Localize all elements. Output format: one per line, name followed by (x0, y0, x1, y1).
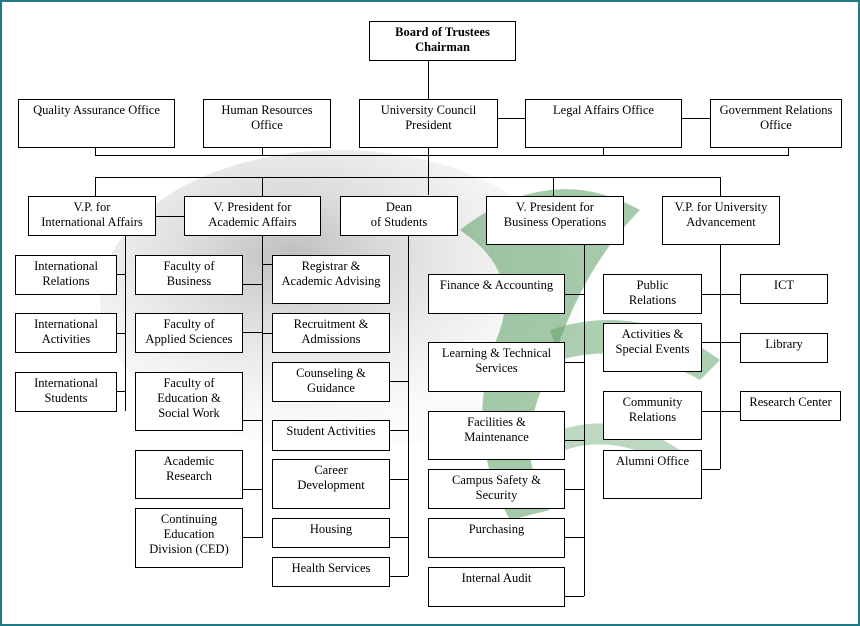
connector-line (553, 177, 554, 196)
alumni-office-box: Alumni Office (603, 450, 702, 499)
housing-box: Housing (272, 518, 390, 548)
faculty-of-applied-sciences-box: Faculty of Applied Sciences (135, 313, 243, 353)
connector-line (564, 294, 584, 295)
connector-line (701, 342, 740, 343)
international-students-box: International Students (15, 372, 117, 412)
connector-line (720, 177, 721, 196)
public-relations-box: Public Relations (603, 274, 702, 314)
academic-research-box: Academic Research (135, 450, 243, 499)
dean-of-students-box: Dean of Students (340, 196, 458, 236)
vp-business-operations-box: V. President for Business Operations (486, 196, 624, 245)
connector-line (497, 118, 526, 119)
connector-line (701, 294, 740, 295)
connector-line (116, 391, 125, 392)
connector-line (564, 489, 584, 490)
connector-line (389, 381, 408, 382)
vp-university-advancement-box: V.P. for University Advancement (662, 196, 780, 245)
connector-line (681, 118, 711, 119)
connector-line (116, 333, 125, 334)
activities-special-events-box: Activities & Special Events (603, 323, 702, 372)
counseling-guidance-box: Counseling & Guidance (272, 362, 390, 402)
campus-safety-security-box: Campus Safety & Security (428, 469, 565, 509)
connector-line (262, 264, 272, 265)
continuing-education-box: Continuing Education Division (CED) (135, 508, 243, 568)
connector-line (95, 177, 721, 178)
connector-line (701, 411, 740, 412)
connector-line (262, 177, 263, 196)
research-center-box: Research Center (740, 391, 841, 421)
connector-line (701, 469, 720, 470)
board-of-trustees-box: Board of Trustees Chairman (369, 21, 516, 61)
connector-line (242, 420, 262, 421)
ict-box: ICT (740, 274, 828, 304)
purchasing-box: Purchasing (428, 518, 565, 558)
vp-international-affairs-box: V.P. for International Affairs (28, 196, 156, 236)
connector-line (564, 596, 584, 597)
connector-line (95, 177, 96, 196)
career-development-box: Career Development (272, 459, 390, 509)
connector-line (116, 274, 125, 275)
vp-academic-affairs-box: V. President for Academic Affairs (184, 196, 321, 236)
connector-line (389, 430, 408, 431)
connector-line (584, 245, 585, 596)
learning-technical-services-box: Learning & Technical Services (428, 342, 565, 392)
facilities-maintenance-box: Facilities & Maintenance (428, 411, 565, 460)
connector-line (262, 236, 263, 538)
connector-line (125, 236, 126, 411)
recruitment-admissions-box: Recruitment & Admissions (272, 313, 390, 353)
connector-line (428, 155, 429, 195)
connector-line (389, 537, 408, 538)
connector-line (242, 489, 262, 490)
connector-line (262, 147, 263, 155)
quality-assurance-office-box: Quality Assurance Office (18, 99, 175, 148)
internal-audit-box: Internal Audit (428, 567, 565, 607)
connector-line (564, 440, 584, 441)
student-activities-box: Student Activities (272, 420, 390, 451)
connector-line (408, 236, 409, 576)
connector-line (242, 332, 262, 333)
connector-line (242, 537, 262, 538)
library-box: Library (740, 333, 828, 363)
health-services-box: Health Services (272, 557, 390, 587)
connector-line (788, 147, 789, 155)
registrar-box: Registrar & Academic Advising (272, 255, 390, 304)
university-council-president-box: University Council President (359, 99, 498, 148)
international-activities-box: International Activities (15, 313, 117, 353)
finance-accounting-box: Finance & Accounting (428, 274, 565, 314)
connector-line (603, 147, 604, 155)
connector-line (95, 155, 789, 156)
connector-line (389, 576, 408, 577)
connector-line (155, 216, 184, 217)
government-relations-office-box: Government Relations Office (710, 99, 842, 148)
connector-line (564, 362, 584, 363)
connector-line (262, 333, 272, 334)
connector-line (720, 245, 721, 469)
international-relations-box: International Relations (15, 255, 117, 295)
community-relations-box: Community Relations (603, 391, 702, 440)
connector-line (389, 479, 408, 480)
connector-line (95, 147, 96, 155)
legal-affairs-office-box: Legal Affairs Office (525, 99, 682, 148)
connector-line (242, 284, 262, 285)
faculty-of-business-box: Faculty of Business (135, 255, 243, 295)
connector-line (564, 537, 584, 538)
human-resources-office-box: Human Resources Office (203, 99, 331, 148)
faculty-of-education-box: Faculty of Education & Social Work (135, 372, 243, 431)
